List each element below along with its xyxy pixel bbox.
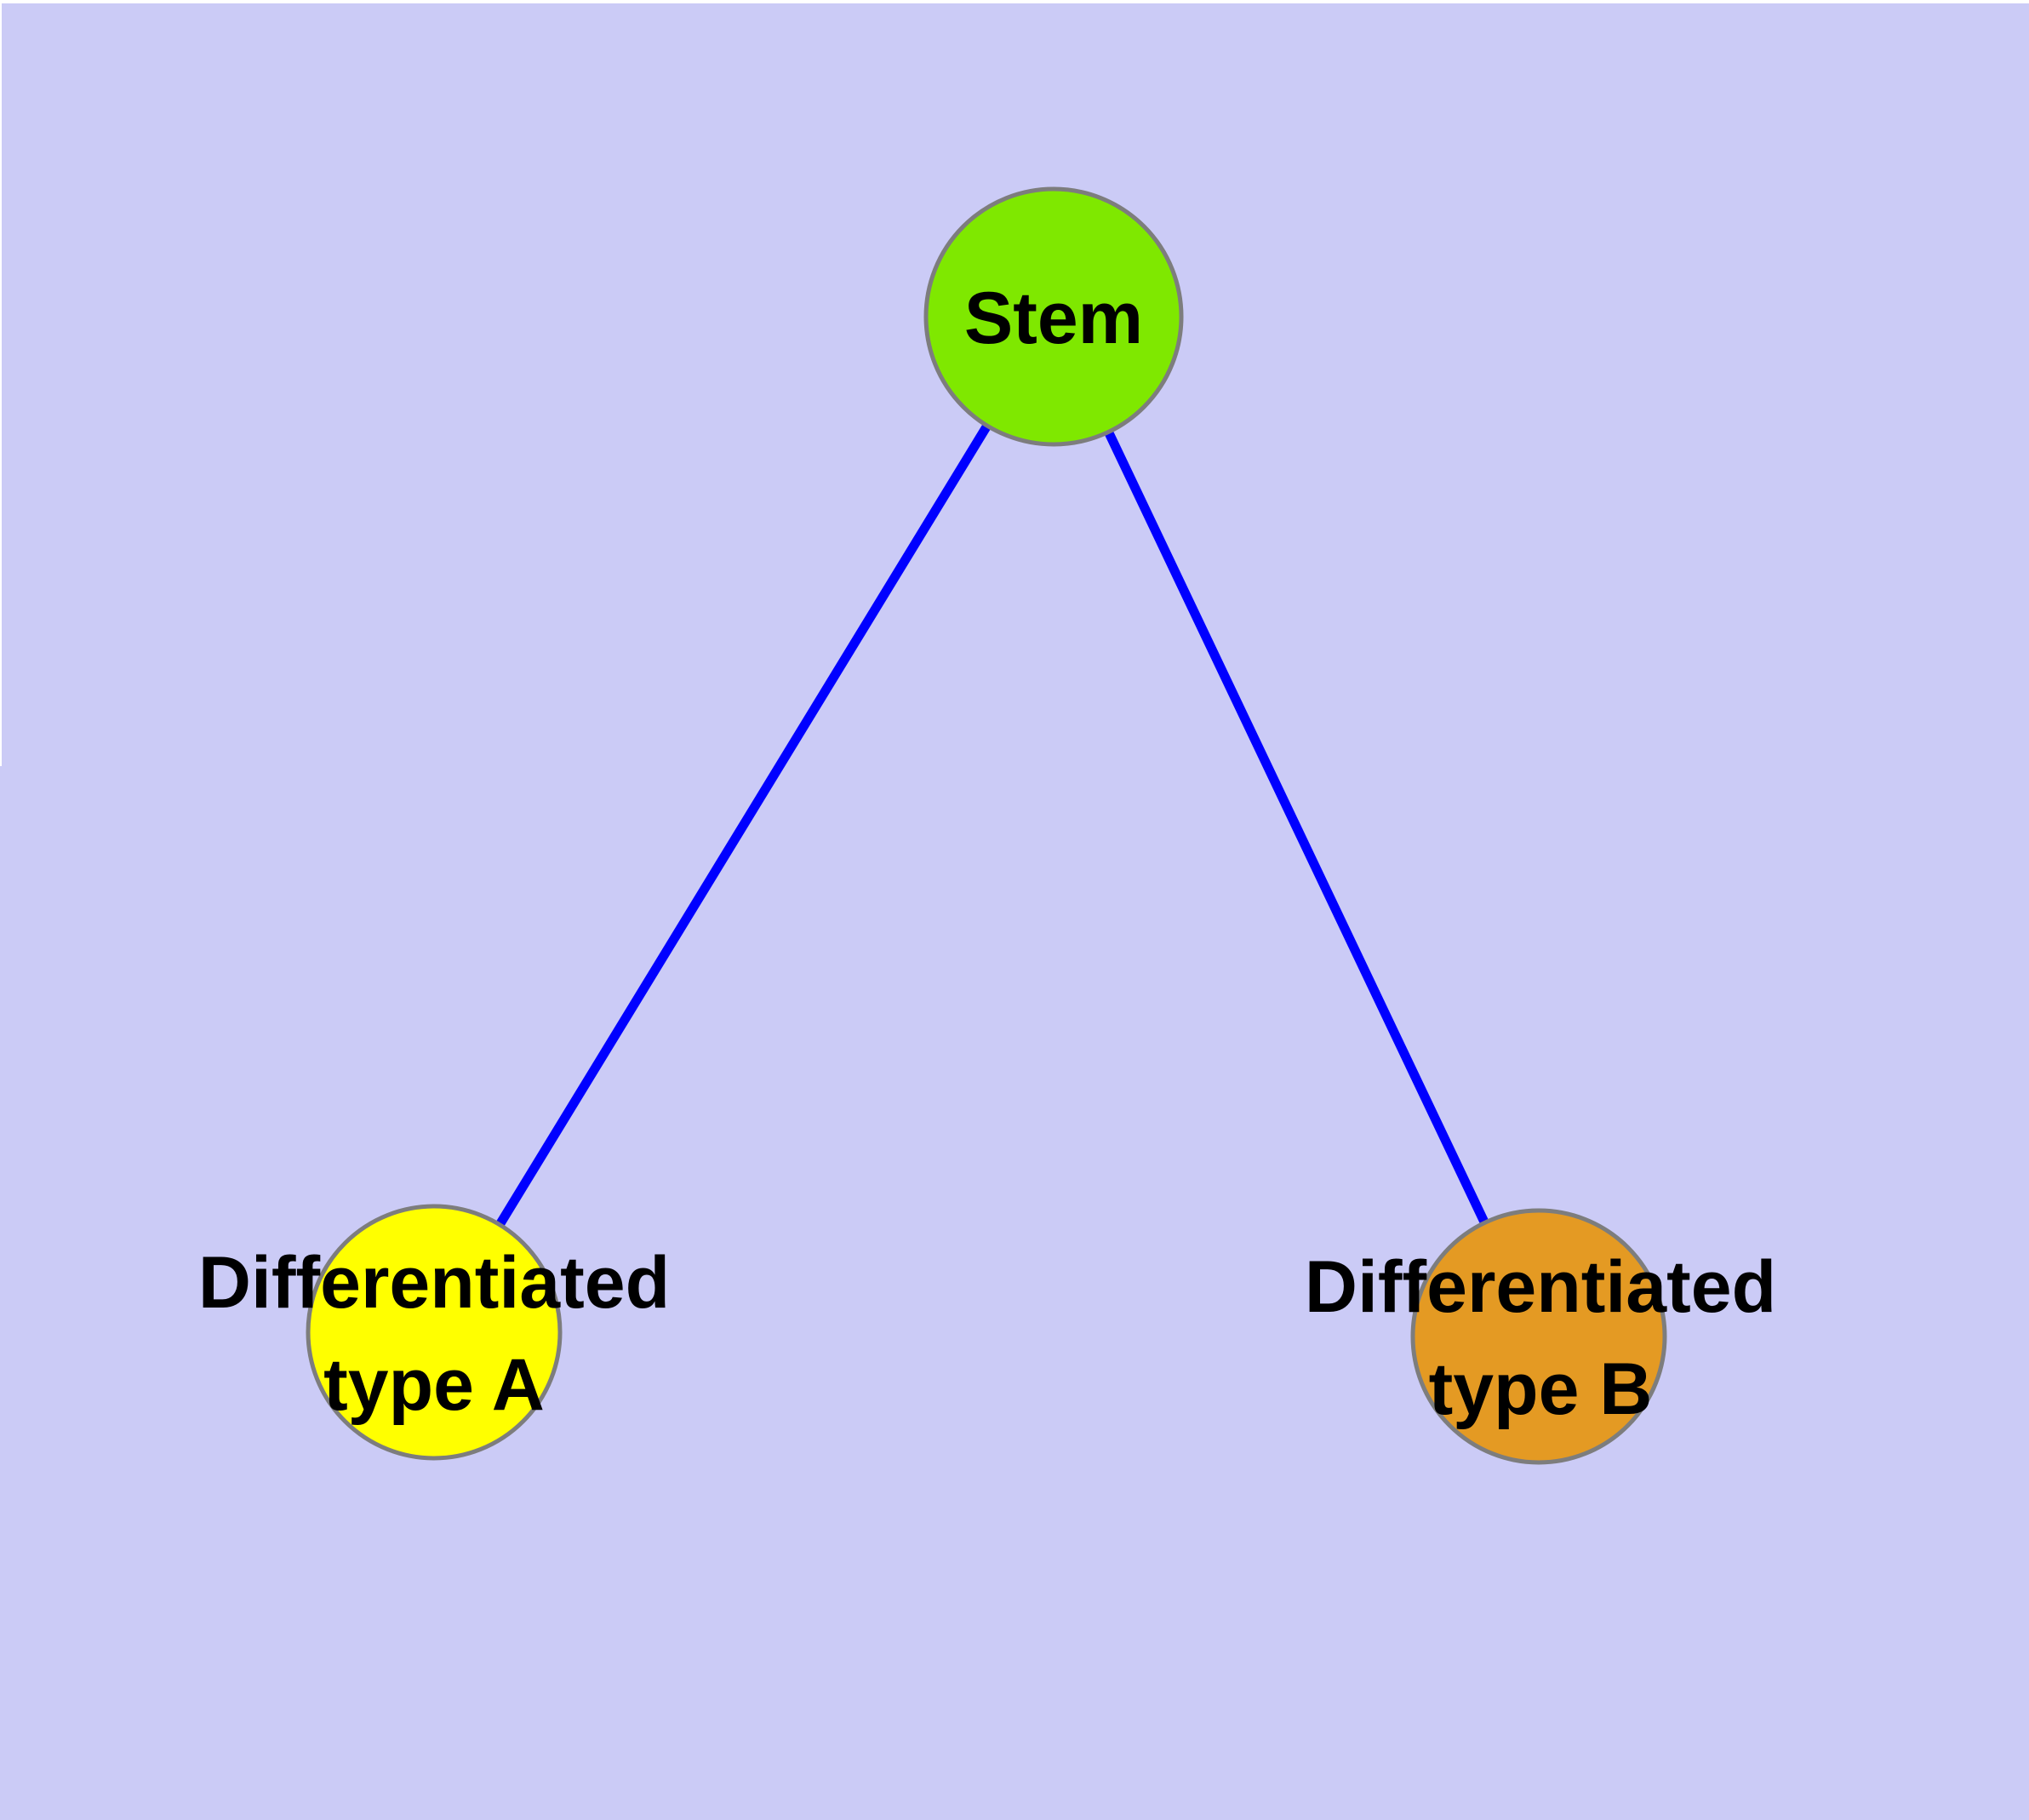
edge-stem-to-typeA: [430, 314, 1058, 1335]
node-typeA: [306, 1204, 563, 1461]
node-stem: [923, 186, 1184, 447]
node-typeB: [1410, 1208, 1667, 1465]
node-typeA-label-line2: type A: [323, 1344, 545, 1426]
node-typeA-label-line1: Differentiated: [198, 1242, 670, 1324]
page-margin-left: [0, 0, 2, 766]
node-typeB-label-line2: type B: [1429, 1348, 1653, 1430]
page-margin-top: [0, 0, 2029, 3]
node-stem-label: Stem: [964, 278, 1143, 359]
node-typeB-label-line1: Differentiated: [1305, 1246, 1776, 1328]
edge-stem-to-typeB: [1049, 314, 1543, 1339]
